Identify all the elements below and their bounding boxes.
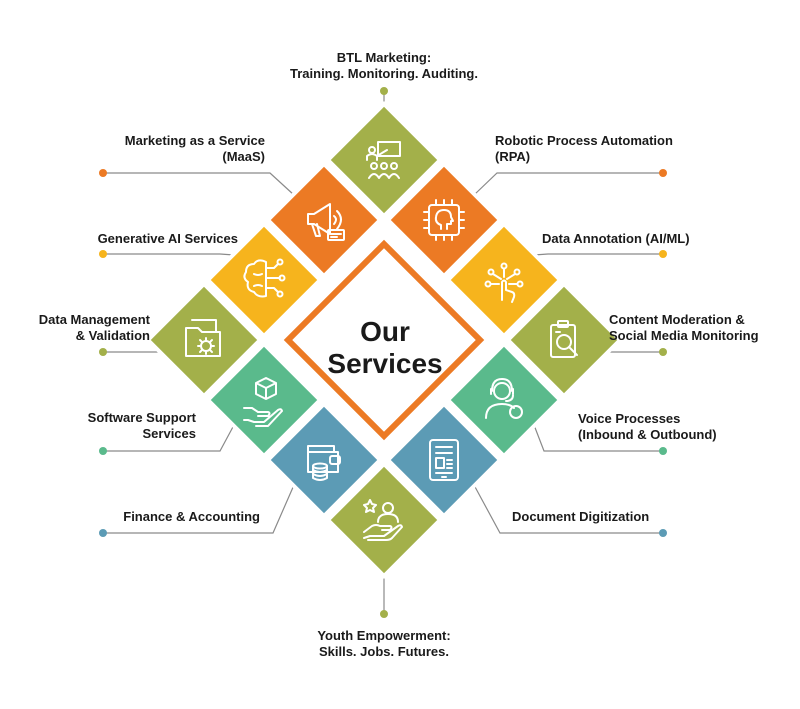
label-datamgmt: Data Management & Validation <box>38 312 150 343</box>
label-voice: Voice Processes (Inbound & Outbound) <box>578 411 717 442</box>
center-frame-bg <box>272 228 496 452</box>
connector-dot-digitization <box>659 529 667 537</box>
clipboard-search-icon <box>550 320 578 358</box>
wallet-coins-icon <box>307 445 341 481</box>
connector-dot-annotation <box>659 250 667 258</box>
connector-digitization <box>473 484 663 534</box>
headset-agent-icon <box>485 378 523 419</box>
tile-annotation <box>445 221 563 339</box>
tile-genai <box>205 221 323 339</box>
connector-dot-btl <box>380 87 388 95</box>
label-youth: Youth Empowerment: Skills. Jobs. Futures… <box>317 628 451 659</box>
label-genai: Generative AI Services <box>97 231 238 246</box>
tile-shape-youth <box>325 461 443 579</box>
tile-shape-genai <box>205 221 323 339</box>
label-rpa: Robotic Process Automation (RPA) <box>495 133 673 164</box>
connector-software <box>103 424 235 452</box>
tile-digitization <box>385 401 503 519</box>
megaphone-icon <box>307 203 345 241</box>
center-title-line1: Our <box>360 316 410 347</box>
connector-dot-software <box>99 447 107 455</box>
connector-dot-finance <box>99 529 107 537</box>
tile-finance <box>265 401 383 519</box>
tile-maas <box>265 161 383 279</box>
ai-chip-head-icon <box>423 199 465 241</box>
tile-datamgmt <box>145 281 263 399</box>
connector-dot-moderation <box>659 348 667 356</box>
label-maas: Marketing as a Service (MaaS) <box>124 133 265 164</box>
tile-shape-rpa <box>385 161 503 279</box>
connector-dot-voice <box>659 447 667 455</box>
tile-rpa <box>385 161 503 279</box>
tile-shape-moderation <box>505 281 623 399</box>
tile-shape-software <box>205 341 323 459</box>
tile-btl <box>325 101 443 219</box>
connector-dot-maas <box>99 169 107 177</box>
label-finance: Finance & Accounting <box>123 509 260 524</box>
connector-dot-genai <box>99 250 107 258</box>
connector-rpa <box>473 172 663 196</box>
connector-genai <box>103 253 235 256</box>
label-digitization: Document Digitization <box>512 509 650 524</box>
tile-youth <box>325 461 443 579</box>
service-tiles <box>145 101 623 579</box>
tablet-document-icon <box>429 439 459 481</box>
touch-network-icon <box>484 262 524 303</box>
connector-maas <box>103 172 295 196</box>
connector-dot-youth <box>380 610 388 618</box>
tile-shape-maas <box>265 161 383 279</box>
tile-software <box>205 341 323 459</box>
center-title: Our Services <box>300 316 470 380</box>
tile-shape-voice <box>445 341 563 459</box>
folder-gear-icon <box>185 319 221 357</box>
presentation-icon <box>366 141 401 179</box>
label-annotation: Data Annotation (AI/ML) <box>542 231 690 246</box>
connector-dot-datamgmt <box>99 348 107 356</box>
center-frame <box>272 228 496 452</box>
hand-cube-icon <box>243 377 283 427</box>
connector-dot-rpa <box>659 169 667 177</box>
tile-shape-datamgmt <box>145 281 263 399</box>
connector-finance <box>103 484 295 534</box>
connector-annotation <box>533 253 663 256</box>
brain-circuit-icon <box>243 258 286 298</box>
tile-voice <box>445 341 563 459</box>
label-btl: BTL Marketing: Training. Monitoring. Aud… <box>290 50 478 81</box>
tile-shape-btl <box>325 101 443 219</box>
label-software: Software Support Services <box>87 410 196 441</box>
tile-moderation <box>505 281 623 399</box>
hand-person-star-icon <box>363 499 403 541</box>
connector-voice <box>533 424 663 452</box>
tile-shape-finance <box>265 401 383 519</box>
center-title-line2: Services <box>327 348 443 379</box>
center-frame-border <box>283 239 485 441</box>
connector-lines <box>99 87 667 618</box>
label-moderation: Content Moderation & Social Media Monito… <box>609 312 759 343</box>
